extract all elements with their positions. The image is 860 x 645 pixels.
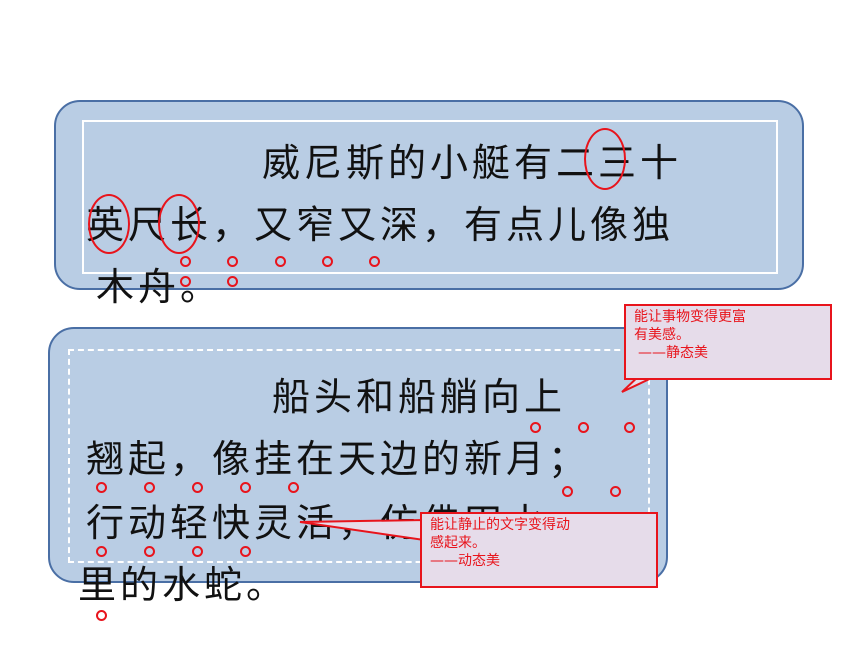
passage2-line4: 里的水蛇。	[78, 563, 289, 607]
callout-dynamic-line2: 感起来。	[430, 535, 486, 551]
callout-dynamic-beauty: 能让静止的文字变得动 感起来。 ——动态美	[420, 512, 658, 588]
emphasis-dot	[562, 486, 573, 497]
emphasis-dot	[578, 422, 589, 433]
callout-static-line2: 有美感。	[634, 327, 690, 343]
emphasis-dot	[275, 256, 286, 267]
callout-dynamic-line1: 能让静止的文字变得动	[430, 517, 570, 533]
passage-box-1-inner-border	[82, 120, 778, 274]
emphasis-circle	[88, 194, 130, 254]
emphasis-dot	[144, 482, 155, 493]
passage-box-1	[54, 100, 804, 290]
passage2-line2: 翘起，像挂在天边的新月；	[86, 437, 591, 481]
passage-box-2-inner-border	[68, 349, 650, 563]
emphasis-dot	[96, 610, 107, 621]
emphasis-dot	[530, 422, 541, 433]
callout-static-line3: ——静态美	[638, 345, 708, 361]
callout-dynamic-line3: ——动态美	[430, 553, 500, 569]
callout-static-line1: 能让事物变得更富	[634, 309, 746, 325]
emphasis-dot	[144, 546, 155, 557]
emphasis-dot	[369, 256, 380, 267]
callout-static-beauty: 能让事物变得更富 有美感。 ——静态美	[624, 304, 832, 380]
emphasis-dot	[96, 482, 107, 493]
emphasis-dot	[624, 422, 635, 433]
emphasis-dot	[288, 482, 299, 493]
emphasis-circle	[584, 128, 626, 190]
emphasis-dot	[192, 546, 203, 557]
emphasis-dot	[227, 256, 238, 267]
emphasis-dot	[610, 486, 621, 497]
emphasis-dot	[180, 256, 191, 267]
emphasis-dot	[192, 482, 203, 493]
emphasis-dot	[96, 546, 107, 557]
emphasis-dot	[180, 276, 191, 287]
passage2-line1: 船头和船艄向上	[272, 375, 567, 419]
emphasis-circle	[158, 194, 200, 254]
emphasis-dot	[322, 256, 333, 267]
passage1-line3: 木舟。	[96, 265, 223, 309]
emphasis-dot	[240, 546, 251, 557]
emphasis-dot	[227, 276, 238, 287]
emphasis-dot	[240, 482, 251, 493]
